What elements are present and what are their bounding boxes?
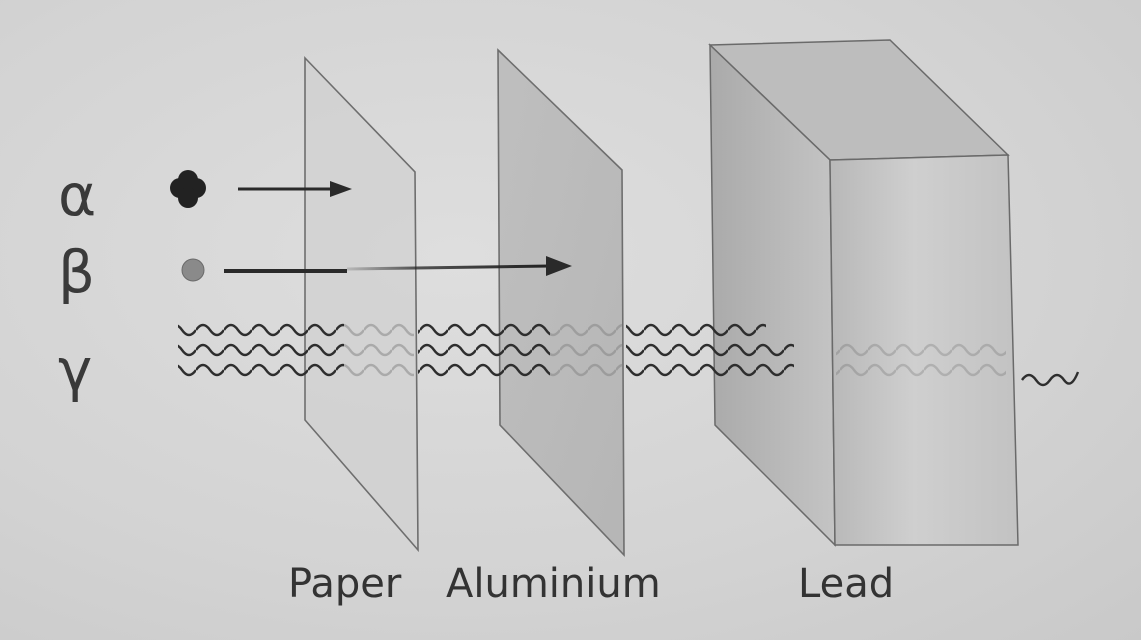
gamma-wave-segment-3 (626, 320, 766, 340)
gamma-waves (178, 320, 1080, 387)
paper-sheet (304, 56, 419, 553)
beta-arrow (224, 256, 572, 276)
paper-label: Paper (288, 561, 402, 607)
gamma-wave-segment-2 (418, 322, 550, 342)
beta-label: β (58, 238, 95, 306)
alpha-particle-icon (170, 170, 206, 208)
alpha-label: α (58, 161, 96, 229)
alpha-arrow (238, 181, 352, 197)
aluminium-label: Aluminium (446, 561, 661, 607)
beta-particle-icon (181, 258, 205, 282)
gamma-wave-exit (1021, 371, 1080, 387)
aluminium-sheet (497, 48, 625, 558)
gamma-wave-segment-1 (178, 322, 344, 342)
lead-block (708, 39, 1019, 547)
lead-label: Lead (798, 561, 894, 607)
gamma-label: γ (58, 336, 92, 404)
